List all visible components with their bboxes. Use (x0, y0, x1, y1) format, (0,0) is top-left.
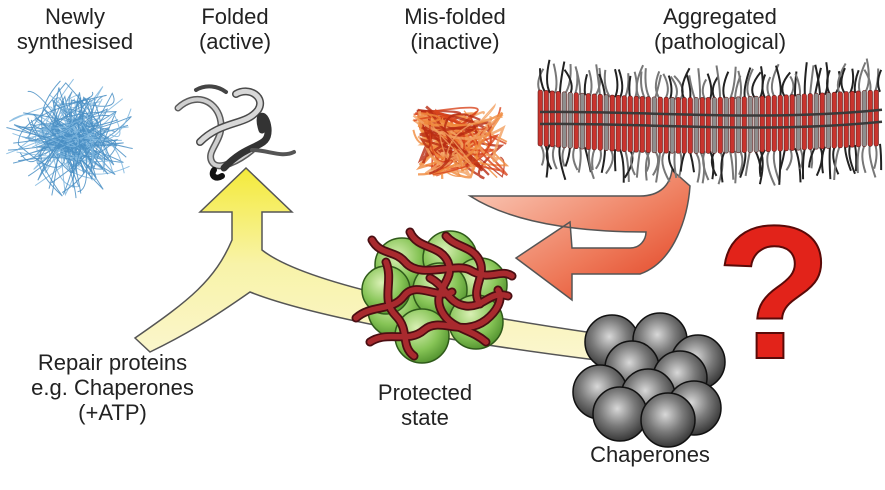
protected-state-graphic (351, 227, 517, 364)
red-misfold-arrow (467, 168, 691, 302)
label-chaperones: Chaperones (590, 442, 710, 467)
unfolded-protein-graphic (6, 78, 133, 199)
folded-protein-graphic (174, 84, 296, 181)
label-aggregated: Aggregated(pathological) (653, 4, 787, 54)
chaperone-cluster-graphic (572, 312, 726, 448)
aggregated-fibril-graphic (537, 58, 883, 186)
misfolded-protein-graphic (412, 103, 510, 180)
label-folded: Folded(active) (198, 4, 272, 54)
yellow-pathway-arrow (133, 166, 601, 361)
question-mark: ? (716, 187, 832, 399)
label-misfolded: Mis-folded(inactive) (404, 4, 506, 54)
